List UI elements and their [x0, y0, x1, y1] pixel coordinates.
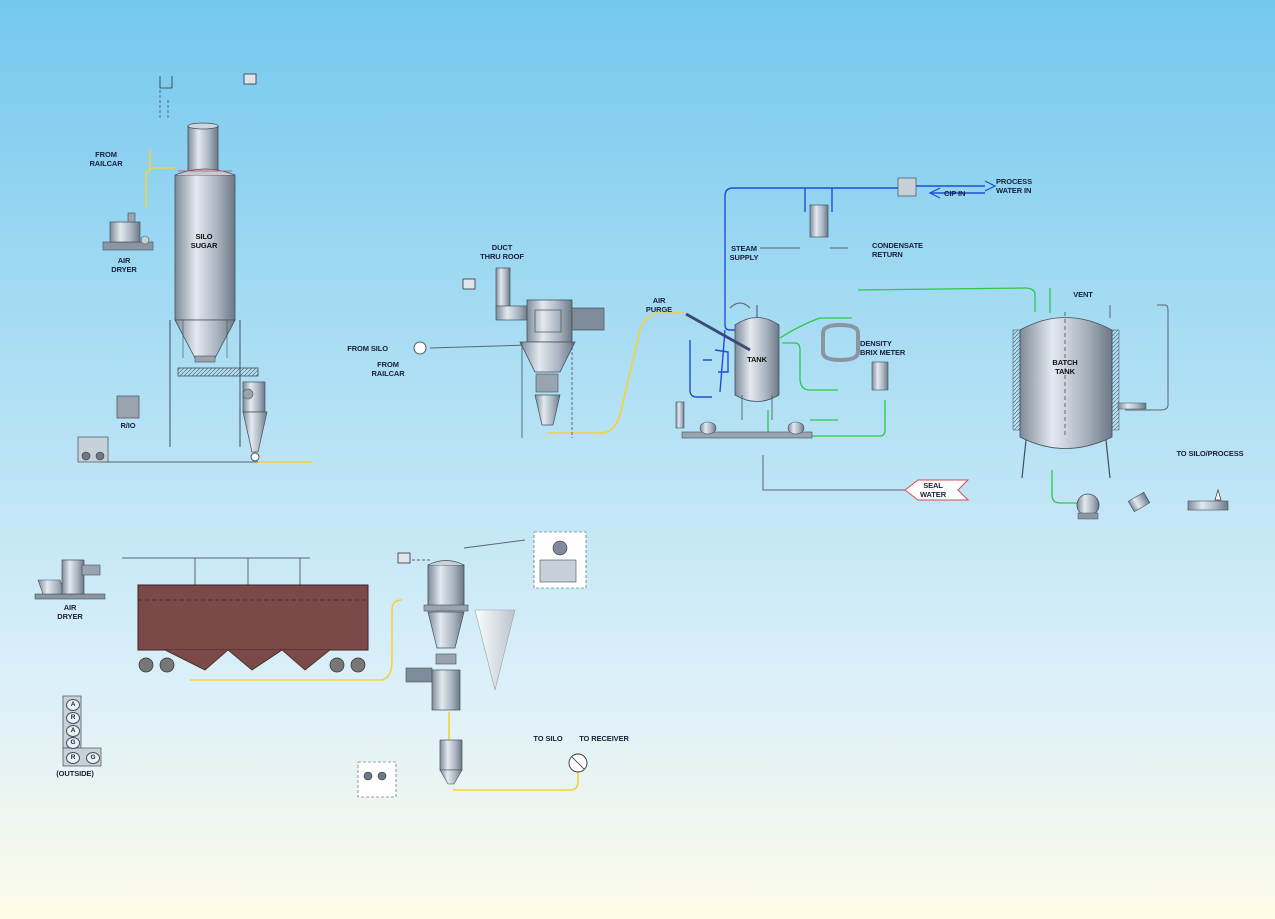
- flow-meter: [1187, 500, 1229, 511]
- beacon-lamp: A: [66, 725, 80, 737]
- label-from-railcar-2: FROM RAILCAR: [371, 360, 405, 378]
- label-batch-tank: BATCH TANK: [1052, 358, 1078, 376]
- seal-water-tag: [904, 479, 970, 501]
- label-cip-in: CIP IN: [944, 189, 966, 198]
- cip-return: [767, 400, 886, 437]
- process-water-arrow-icon: [984, 180, 997, 192]
- batch-tank-feed: [857, 287, 1036, 312]
- beacon-lamp: G: [66, 737, 80, 749]
- railcar-collector-line: [190, 599, 403, 681]
- hopper-railcar: [137, 584, 369, 673]
- label-to-silo: TO SILO: [533, 734, 563, 743]
- vacuum-receiver-2: [405, 560, 469, 711]
- sight-glass-icon: [413, 341, 427, 355]
- monitor-icon-1: [243, 73, 257, 85]
- label-from-railcar-1: FROM RAILCAR: [89, 150, 123, 168]
- rotary-valve-silo: [242, 381, 268, 462]
- beacon-lamp: G: [86, 752, 100, 764]
- to-silo-line: [453, 764, 579, 791]
- label-density-brix-meter: DENSITY BRIX METER: [860, 339, 906, 357]
- railcar-to-silo-line: [145, 150, 151, 208]
- vacuum-receiver: [519, 299, 605, 438]
- transfer-pump: [1076, 493, 1100, 520]
- mix-tank: [729, 302, 780, 420]
- filter-receiver: [439, 739, 463, 785]
- air-dryer-1: [102, 212, 154, 251]
- vent-arrow-icon: [1214, 488, 1222, 501]
- steam-loop: [804, 188, 833, 212]
- strainer: [1127, 491, 1151, 513]
- vent-filter-icon: [159, 76, 173, 89]
- label-silo-sugar: SILO SUGAR: [190, 232, 218, 250]
- cip-manifold: [897, 177, 917, 197]
- batch-tank: [1012, 312, 1147, 479]
- label-vent: VENT: [1073, 290, 1093, 299]
- rio-panel: [116, 395, 140, 419]
- diverter-valve: [568, 753, 588, 773]
- silo-sugar: [169, 122, 259, 447]
- process-water-line: [724, 185, 985, 300]
- label-condensate-return: CONDENSATE RETURN: [872, 241, 923, 259]
- label-tank: TANK: [747, 355, 767, 364]
- heat-exchanger: [809, 204, 829, 238]
- tank-recirc-line: [779, 317, 852, 339]
- bottom-band: [0, 898, 1275, 919]
- storage-cone: [474, 609, 516, 691]
- label-duct-thru-roof: DUCT THRU ROOF: [480, 243, 524, 261]
- beacon-lamp: A: [66, 699, 80, 711]
- label-rio: R/IO: [120, 421, 136, 430]
- mixer-wand-icon: [685, 312, 751, 352]
- density-brix-meter: [821, 322, 889, 391]
- beacon-lamp: R: [66, 712, 80, 724]
- cip-lines: [767, 287, 1080, 504]
- beacon-lamp: R: [66, 752, 80, 764]
- label-air-dryer-1: AIR DRYER: [111, 256, 137, 274]
- duct-thru-roof: [495, 267, 529, 321]
- water-lines: [689, 185, 985, 398]
- monitor-icon-3: [397, 552, 411, 564]
- blower-package-2: [357, 761, 397, 798]
- label-air-purge: AIR PURGE: [645, 296, 673, 314]
- label-air-dryer-2: AIR DRYER: [57, 603, 83, 621]
- label-process-water-in: PROCESS WATER IN: [996, 177, 1032, 195]
- blower-package-1: [77, 436, 109, 463]
- label-steam-supply: STEAM SUPPLY: [729, 244, 759, 262]
- steam-coil-line: [689, 340, 729, 398]
- label-from-silo: FROM SILO: [347, 344, 388, 353]
- vacuum-pump-package: [533, 531, 587, 589]
- product-lines: [145, 150, 684, 791]
- label-seal-water: SEAL WATER: [919, 481, 947, 499]
- batch-tank-out: [1051, 470, 1080, 504]
- monitor-icon-2: [462, 278, 476, 290]
- label-to-receiver: TO RECEIVER: [579, 734, 629, 743]
- label-outside: (OUTSIDE): [56, 769, 94, 778]
- tank-skid: [681, 421, 813, 439]
- air-dryer-2: [34, 559, 106, 600]
- transfer-to-tank-line: [548, 312, 684, 434]
- cip-in-arrow-icon: [928, 187, 941, 199]
- filter-housing: [675, 401, 685, 429]
- label-to-silo-process: TO SILO/PROCESS: [1176, 449, 1244, 458]
